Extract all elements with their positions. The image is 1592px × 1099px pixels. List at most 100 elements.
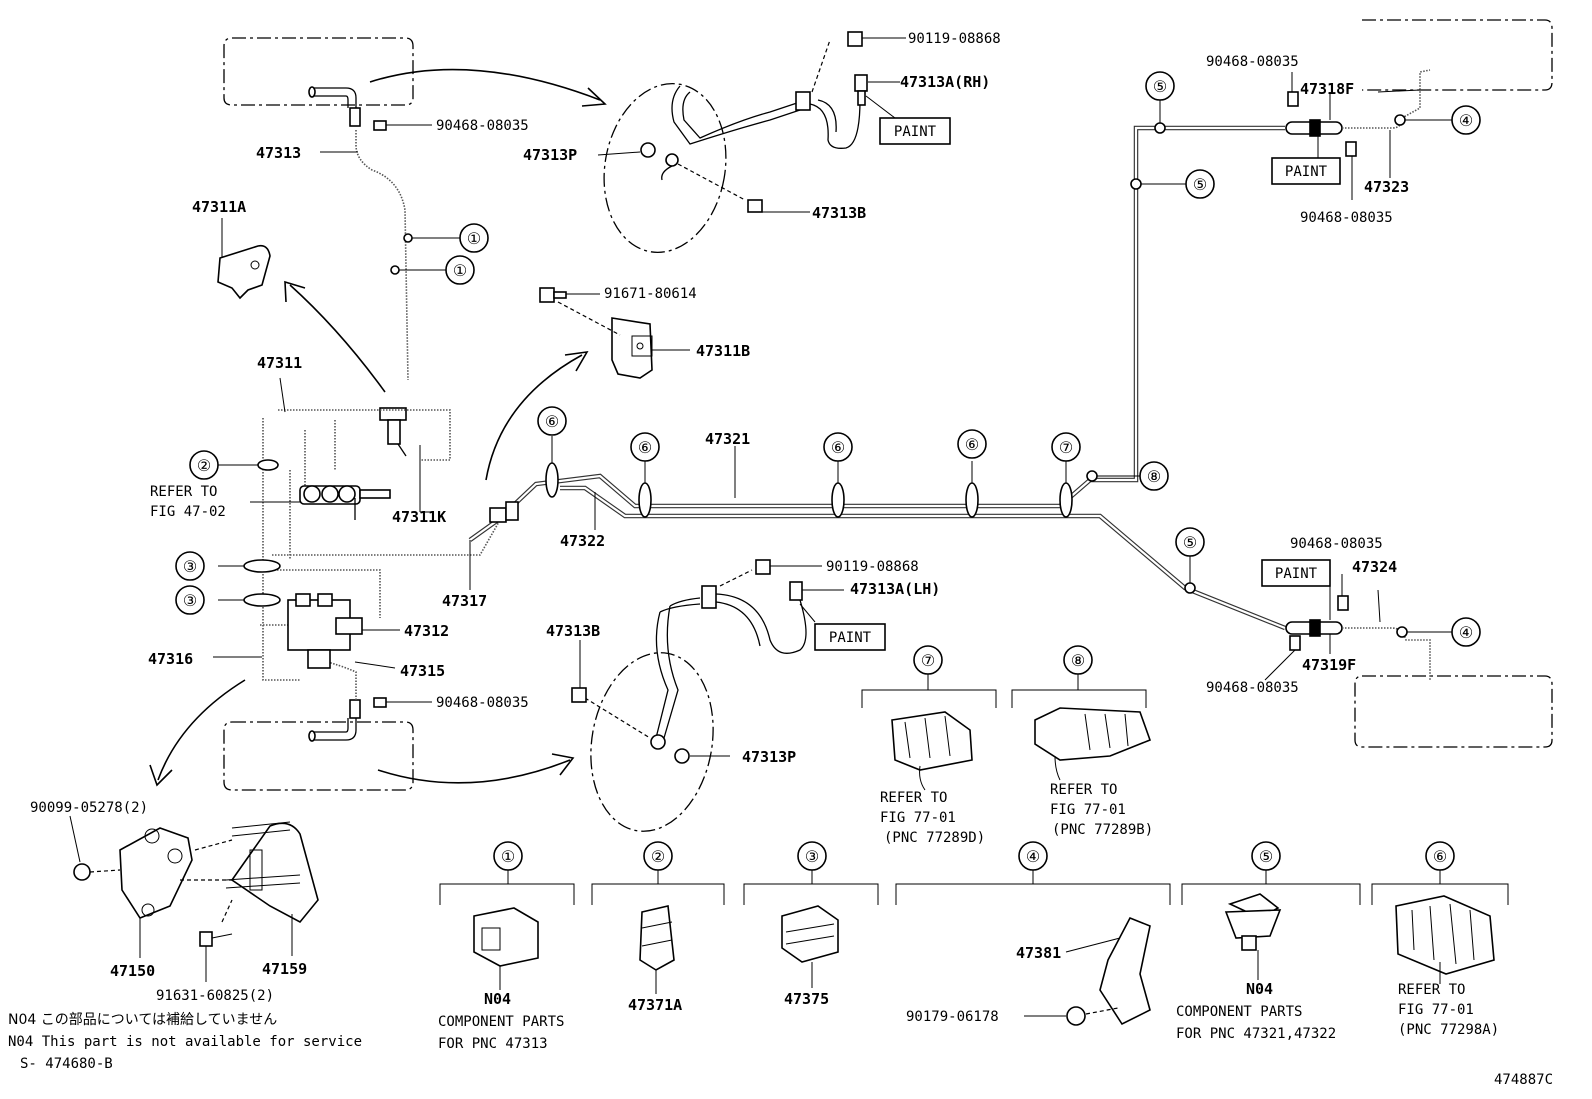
paint-label-rh: PAINT xyxy=(894,124,937,140)
pn-91671: 91671-80614 xyxy=(604,286,697,302)
pn-90468-top-right-1: 90468-08035 xyxy=(1206,54,1299,70)
body-outline-bottom-left xyxy=(223,721,414,791)
paint-label-tr: PAINT xyxy=(1285,164,1328,180)
pn-47312: 47312 xyxy=(404,622,449,640)
pn-47324: 47324 xyxy=(1352,558,1397,576)
callout-1a: ① xyxy=(467,229,481,248)
legend-1-component-line1: COMPONENT PARTS xyxy=(438,1014,564,1030)
clip8-refer-line2: FIG 77-01 xyxy=(1050,802,1126,818)
proportioning-valve-mount xyxy=(69,815,319,982)
legend-4-pn-90179: 90179-06178 xyxy=(906,1009,999,1025)
legend-part-2-clip xyxy=(639,905,675,994)
front-flex-hose-lh xyxy=(571,559,844,764)
legend-callout-1: ① xyxy=(501,847,515,866)
pn-90468-bottom-left: 90468-08035 xyxy=(436,695,529,711)
legend-3-pn-47375: 47375 xyxy=(784,990,829,1008)
legend-1-component-line2: FOR PNC 47313 xyxy=(438,1036,548,1052)
top-left-fitting xyxy=(308,86,432,381)
pn-47315: 47315 xyxy=(400,662,445,680)
callout-8b: ⑧ xyxy=(1071,651,1085,670)
drawing-number: 474887C xyxy=(1494,1072,1553,1088)
legend-part-6-clip xyxy=(1395,895,1495,984)
clip7-refer-line1: REFER TO xyxy=(880,790,947,806)
pn-47313A-lh: 47313A(LH) xyxy=(850,580,940,598)
legend-callout-5: ⑤ xyxy=(1259,847,1273,866)
wheel-area-outline-bottom xyxy=(590,652,714,832)
part-number-labels: 90119-08868 47313A(RH) 47313P 47313B 904… xyxy=(30,31,1499,1052)
callout-circles xyxy=(175,71,1481,871)
legend-4-pn-47381: 47381 xyxy=(1016,944,1061,962)
pn-47313B-bottom: 47313B xyxy=(546,622,600,640)
footnotes: N04 この部品については補給していません N04 This part is n… xyxy=(8,1012,1553,1088)
pn-47323: 47323 xyxy=(1364,178,1409,196)
legend-1-n04: N04 xyxy=(484,990,511,1008)
part-47311B xyxy=(539,287,690,379)
legend-brackets xyxy=(439,870,1509,905)
pn-47318F: 47318F xyxy=(1300,80,1354,98)
pn-47313B-top: 47313B xyxy=(812,204,866,222)
callout-8a: ⑧ xyxy=(1147,467,1161,486)
paint-label-br: PAINT xyxy=(1275,566,1318,582)
pn-90099: 90099-05278(2) xyxy=(30,800,148,816)
legend-2-pn-47371A: 47371A xyxy=(628,996,682,1014)
clip-7-group xyxy=(861,672,997,791)
clip-8-group xyxy=(1011,672,1152,781)
refer-to-fig-47-02-line2: FIG 47-02 xyxy=(150,504,226,520)
main-brake-line xyxy=(468,100,1286,631)
rear-fitting-right xyxy=(1285,69,1452,200)
callout-5c: ⑤ xyxy=(1183,533,1197,552)
legend-part-5-clip xyxy=(1224,893,1282,980)
refer-to-fig-47-02-line1: REFER TO xyxy=(150,484,217,500)
pn-47313A-rh: 47313A(RH) xyxy=(900,73,990,91)
pn-47150: 47150 xyxy=(110,962,155,980)
assembly-arrows xyxy=(149,68,607,787)
pn-90468-top-right-2: 90468-08035 xyxy=(1300,210,1393,226)
wheel-area-outline-top xyxy=(603,82,727,254)
pn-47317: 47317 xyxy=(442,592,487,610)
pn-47311B: 47311B xyxy=(696,342,750,360)
front-flex-hose-rh xyxy=(597,31,906,213)
callout-leaders-left xyxy=(218,233,460,601)
pn-47313P-top: 47313P xyxy=(523,146,577,164)
pn-47322: 47322 xyxy=(560,532,605,550)
pn-90119-top: 90119-08868 xyxy=(908,31,1001,47)
rear-fitting-left xyxy=(1264,574,1452,681)
legend-6-refer-line1: REFER TO xyxy=(1398,982,1465,998)
callout-5b: ⑤ xyxy=(1193,175,1207,194)
callout-4a: ④ xyxy=(1459,111,1473,130)
callout-3a: ③ xyxy=(183,557,197,576)
callout-4b: ④ xyxy=(1459,623,1473,642)
legend-5-component-line2: FOR PNC 47321,47322 xyxy=(1176,1026,1336,1042)
legend-part-1-clip xyxy=(473,907,539,990)
callout-5a: ⑤ xyxy=(1153,77,1167,96)
callout-7b: ⑦ xyxy=(921,651,935,670)
legend-6-refer-line3: (PNC 77298A) xyxy=(1398,1022,1499,1038)
reference-code: S- 474680-B xyxy=(20,1056,113,1072)
callout-2: ② xyxy=(197,456,211,475)
legend-5-n04: N04 xyxy=(1246,980,1273,998)
pn-47319F: 47319F xyxy=(1302,656,1356,674)
pn-90468-top-left: 90468-08035 xyxy=(436,118,529,134)
body-outline-top-left xyxy=(223,37,414,106)
clip7-refer-line2: FIG 77-01 xyxy=(880,810,956,826)
legend-6-refer-line2: FIG 77-01 xyxy=(1398,1002,1474,1018)
legend-part-3-clip xyxy=(781,905,839,988)
pn-47311K: 47311K xyxy=(392,508,446,526)
callout-3b: ③ xyxy=(183,591,197,610)
pn-47313: 47313 xyxy=(256,144,301,162)
pn-47321: 47321 xyxy=(705,430,750,448)
body-outline-top-right xyxy=(1362,19,1553,91)
part-47311A xyxy=(217,218,271,300)
clip8-refer-line1: REFER TO xyxy=(1050,782,1117,798)
legend-part-4-bracket xyxy=(1024,916,1151,1026)
legend-callout-6: ⑥ xyxy=(1433,847,1447,866)
pn-91631: 91631-60825(2) xyxy=(156,988,274,1004)
master-cylinder-assembly xyxy=(213,377,501,681)
note-japanese: N04 この部品については補給していません xyxy=(8,1012,277,1028)
callout-6d: ⑥ xyxy=(965,435,979,454)
paint-boxes: PAINT PAINT PAINT PAINT xyxy=(814,117,1341,651)
legend-callout-2: ② xyxy=(651,847,665,866)
callout-6b: ⑥ xyxy=(638,438,652,457)
callout-6c: ⑥ xyxy=(831,438,845,457)
paint-label-lh: PAINT xyxy=(829,630,872,646)
